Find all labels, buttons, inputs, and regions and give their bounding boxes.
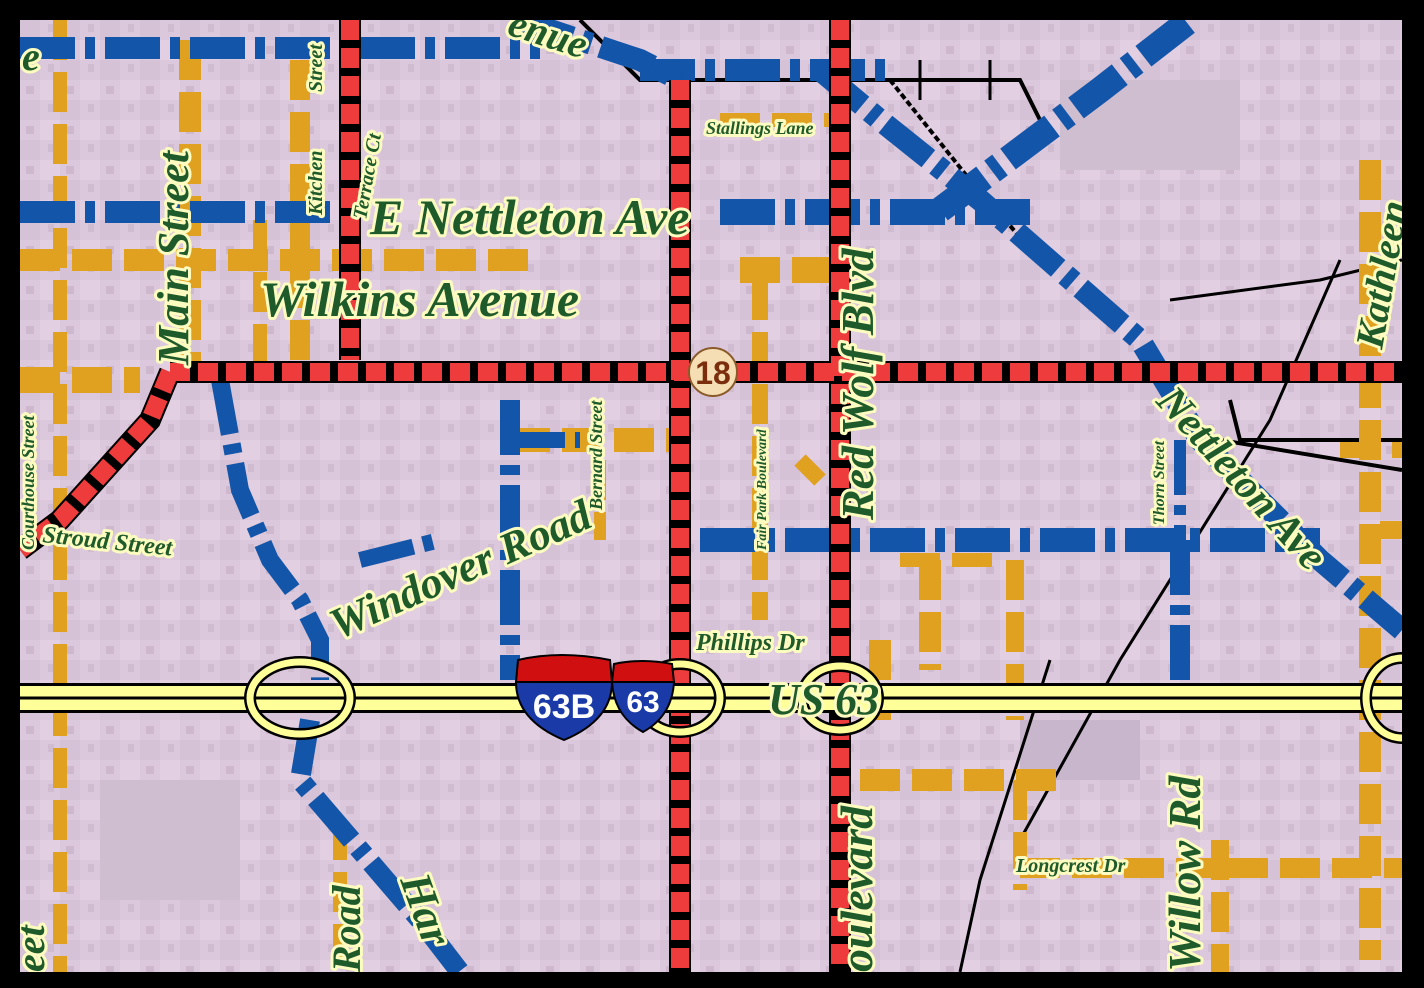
label-main-street: Main Street: [149, 149, 198, 366]
label-street-word: Street: [305, 43, 327, 92]
label-e-nettleton-ave: E Nettleton Ave: [369, 189, 689, 245]
label-courthouse-fragment: Courthouse Street: [20, 414, 38, 550]
blue-roads: [20, 20, 1402, 972]
label-phillips-dr: Phillips Dr: [695, 630, 805, 656]
state-route-18-marker[interactable]: 18: [688, 347, 738, 397]
interstate-63-text: 63: [626, 686, 659, 719]
orange-roads: [20, 20, 1402, 972]
label-longcrest-dr: Longcrest Dr: [1015, 855, 1126, 877]
label-thorn-street: Thorn Street: [1151, 440, 1168, 525]
interstate-63-shield[interactable]: 63: [610, 660, 676, 734]
us-63-highway: [20, 652, 1402, 744]
label-wilkins-avenue: Wilkins Avenue: [260, 271, 579, 327]
map-canvas: Main Street Kitchen Street Terrace Ct E …: [20, 20, 1402, 972]
label-e-fragment: e: [22, 34, 40, 79]
red-roads: [20, 20, 1402, 972]
label-stallings-lane: Stallings Lane: [706, 118, 814, 138]
label-us-63: US 63: [768, 675, 879, 724]
label-eet-fragment: eet: [20, 923, 53, 972]
label-road-fragment: Road: [324, 884, 369, 972]
label-fair-park-boulevard: Fair Park Boulevard: [755, 428, 770, 551]
map-view[interactable]: Main Street Kitchen Street Terrace Ct E …: [20, 20, 1402, 972]
interstate-63b-shield[interactable]: 63B: [514, 654, 614, 742]
state-route-18-text: 18: [695, 355, 731, 391]
label-kitchen-street: Kitchen: [305, 151, 327, 216]
label-willow-rd: Willow Rd: [1159, 775, 1210, 972]
label-bernard-street: Bernard Street: [586, 399, 606, 511]
interstate-63b-text: 63B: [533, 688, 595, 726]
label-red-wolf-blvd: Red Wolf Blvd: [832, 247, 883, 521]
label-boulevard-fragment: oulevard: [831, 805, 882, 972]
land-block: [100, 780, 240, 900]
